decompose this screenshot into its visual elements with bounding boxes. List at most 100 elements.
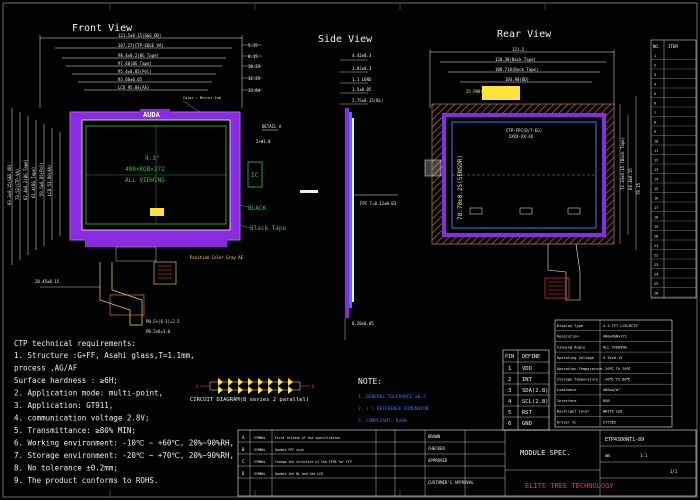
svg-text:13.84: 13.84 <box>248 88 261 93</box>
spec-label: Operating Voltage <box>557 356 594 360</box>
front-left-dims: 83.2±0.15(G&S OD) 73.52(CTP-VA) 62.4±0.2… <box>7 159 52 205</box>
pin-number: 1 <box>508 366 511 372</box>
svg-text:P0.5×(6-1)=2.5: P0.5×(6-1)=2.5 <box>146 319 180 324</box>
rev-symbol: SYMBOL <box>254 472 266 476</box>
spec-label: Interface <box>557 399 576 403</box>
parts-row-no: 25 <box>654 282 658 286</box>
svg-text:2×Φ1.0: 2×Φ1.0 <box>256 139 271 144</box>
rev-symbol: SYMBOL <box>254 436 266 440</box>
side-dim-total: 4.42±0.3 <box>352 53 372 58</box>
side-dim-lens: 1.1 LENS <box>352 77 372 82</box>
led-diode <box>258 378 263 386</box>
svg-text:73.52(CTP-VA): 73.52(CTP-VA) <box>15 169 20 200</box>
rear-hatch-label: 25.998(3.5°A) <box>466 89 497 94</box>
pin-define: SCL(2.8) <box>522 399 549 405</box>
parts-header-no: NO. <box>653 44 660 49</box>
pin-number: 5 <box>508 410 511 416</box>
spec-value: 3.3V±0.1V <box>603 356 623 360</box>
ctp-line: 9. The product conforms to ROHS. <box>14 476 159 485</box>
parts-row-no: 2 <box>654 64 656 68</box>
rev-description: Update the BL and the LCD <box>275 472 323 476</box>
led-diode <box>228 386 233 394</box>
ctp-requirements: 1. Structure :G+FF, Asahi glass,T=1.1mm,… <box>14 351 234 485</box>
pin-header: PIN <box>505 354 514 360</box>
svg-text:59.5±0.05(Pol): 59.5±0.05(Pol) <box>39 162 44 196</box>
spec-value: 4.3 TFT LCD/RCTP <box>603 324 638 328</box>
side-backlight <box>352 118 354 302</box>
ctp-line: 4. communication voltage 2.8V; <box>14 414 149 423</box>
rev-description: Change the structure of the FPCB for CTP <box>275 460 352 464</box>
rear-dim-3: 108.718(Back Tape) <box>495 67 538 72</box>
front-bottom-band <box>85 238 227 247</box>
dim-ctp-va: 107.27(CTP-EDGE VA) <box>118 43 164 48</box>
dim-lcd-od: 93.60±0.05 <box>118 77 143 82</box>
black-tape-label: Black Tape <box>250 225 287 232</box>
rear-dim-2: 120.38(Back Tape) <box>495 57 536 62</box>
spec-label: Viewing Angle <box>557 345 585 349</box>
company-name: ELITE TREE TECHNOLOGY <box>525 482 614 490</box>
side-dim-a: 3.02±0.3 <box>352 66 372 71</box>
rear-sensor-label: 78.70±0.25(SENSOR) <box>457 155 464 220</box>
fpc-pad <box>153 261 177 285</box>
spec-value: -30℃ TO 80℃ <box>603 378 632 382</box>
svg-text:72.33±0.15 (Back Tape): 72.33±0.15 (Back Tape) <box>620 137 625 190</box>
ctp-title: CTP technical requirements: <box>14 339 136 348</box>
svg-text:12.25: 12.25 <box>248 76 261 81</box>
parts-row-no: 7 <box>654 111 656 115</box>
frame-ticks <box>109 3 546 497</box>
parts-row-no: 22 <box>654 254 658 258</box>
led-diode <box>288 378 293 386</box>
dim-pol: 95.4±0.05(Pol) <box>118 69 152 74</box>
sheet-value: 1/1 <box>670 469 678 474</box>
dim-lcd-aa: LCD 95.04(AA) <box>118 85 149 90</box>
parts-row-no: 14 <box>654 178 658 182</box>
ctp-line: Surface hardness : ≥6H; <box>14 376 118 385</box>
parts-row-no: 11 <box>654 149 658 153</box>
svg-text:DETAIL A: DETAIL A <box>262 124 282 129</box>
parts-row-no: 8 <box>654 121 656 125</box>
ctp-line: 2. Application mode: multi-point, <box>14 389 163 398</box>
note-line-1: 1. GENERAL TOLERANCE ±0.2 <box>358 394 426 400</box>
viewing-label: ALL VIEWING <box>125 177 165 184</box>
spec-label: Display Type <box>557 324 583 328</box>
ctp-line: 7. Storage environment: -20℃ ~ +70℃, 20%… <box>14 451 234 460</box>
spec-label: Luminance <box>557 388 576 392</box>
parts-header-item: ITEM <box>668 44 678 49</box>
led-diode <box>288 386 293 394</box>
define-header: DEFINE <box>522 354 540 360</box>
ctp-line: 1. Structure :G+FF, Asahi glass,T=1.1mm, <box>14 351 195 360</box>
led-diode <box>238 386 243 394</box>
led-diode <box>238 378 243 386</box>
parts-row-no: 18 <box>654 216 658 220</box>
detail-callout: DETAIL A 2×Φ1.0 <box>256 124 282 144</box>
parts-row-no: 4 <box>654 83 656 87</box>
svg-text:78.15: 78.15 <box>636 182 641 195</box>
spec-label: Backlight Color <box>557 410 590 414</box>
parts-row-no: 26 <box>654 292 658 296</box>
spec-value: -20℃ TO 70℃ <box>603 367 632 371</box>
ctp-line: 5. Transmittance: ≥80% MIN; <box>14 426 136 435</box>
rev-description: Update FPC size <box>275 448 304 452</box>
side-dim-c: 1.5±0.05 <box>352 87 372 92</box>
pin-number: 4 <box>508 399 512 405</box>
module-spec: MODULE SPEC. <box>520 449 571 457</box>
led-diode <box>218 386 223 394</box>
ctp-line: 6. Working environment: -10℃ ~ +60℃, 20%… <box>14 439 234 448</box>
parts-row-no: 16 <box>654 197 658 201</box>
led-diode <box>268 386 273 394</box>
parts-row-no: 13 <box>654 168 658 172</box>
rev-symbol: SYMBOL <box>254 460 266 464</box>
svg-text:8.15: 8.15 <box>248 54 258 59</box>
brand-logo: AUDA <box>143 111 161 119</box>
pin-define: RST <box>522 410 533 416</box>
parts-row-no: 3 <box>654 73 656 77</box>
unit-value: mm <box>605 453 610 458</box>
side-view-title: Side View <box>318 34 373 45</box>
lcd-size: 4.3" <box>145 155 159 162</box>
spec-value: 480×RGB×272 <box>603 335 627 339</box>
front-top-dim-lines <box>39 35 243 108</box>
spec-value: RGB <box>603 399 610 403</box>
spec-label: Operation Temperature <box>557 367 602 371</box>
